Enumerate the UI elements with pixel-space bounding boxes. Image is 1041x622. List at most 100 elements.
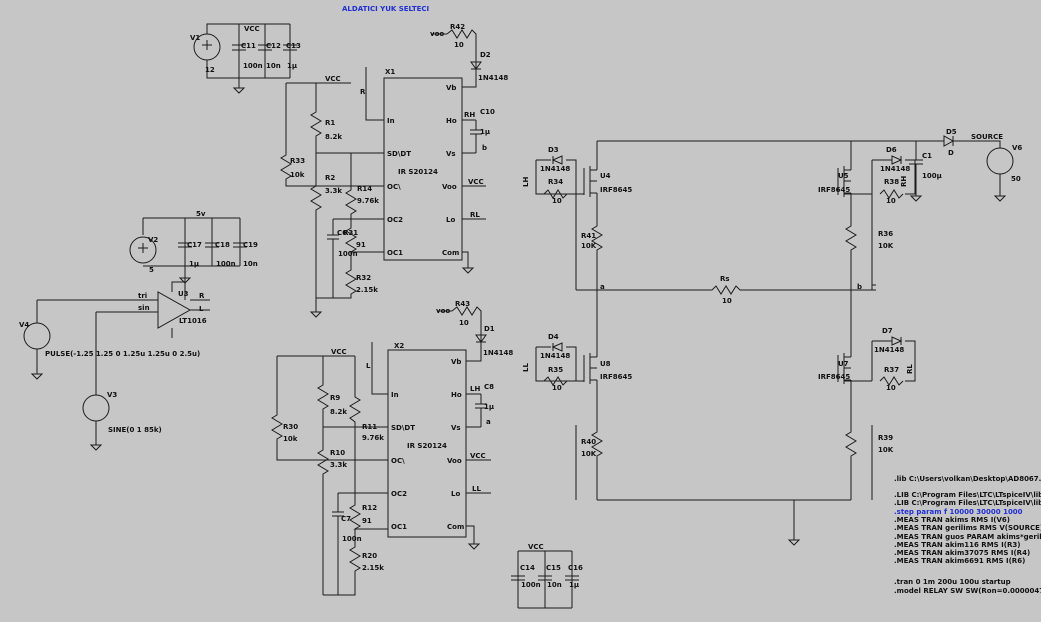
r9-value: 8.2k xyxy=(330,408,347,416)
r33-label: R33 xyxy=(290,157,305,165)
directive-tran[interactable]: .tran 0 1m 200u 100u startup xyxy=(894,578,1011,586)
v6-source-symbol[interactable] xyxy=(986,147,1014,175)
directive-meas-5[interactable]: .MEAS TRAN akim37075 RMS I(R4) xyxy=(894,549,1030,557)
r40-value: 10K xyxy=(581,450,597,458)
directive-step[interactable]: .step param f 10000 30000 1000 xyxy=(894,508,1023,516)
x1-pin-ho: Ho xyxy=(446,117,457,125)
v2-value: 5 xyxy=(149,266,154,274)
u4-mosfet-symbol[interactable] xyxy=(576,163,598,208)
d4-value: 1N4148 xyxy=(540,352,570,360)
x2-net-vcc: VCC xyxy=(470,452,486,460)
directive-meas-3[interactable]: .MEAS TRAN guos PARAM akims*gerilims xyxy=(894,533,1041,541)
d3-label: D3 xyxy=(548,146,559,154)
x1-pin-oc1: OC1 xyxy=(387,249,403,257)
x1-pin-vs: Vs xyxy=(446,150,456,158)
rs-label: Rs xyxy=(720,275,730,283)
c10-label: C10 xyxy=(480,108,495,116)
u8-mosfet-symbol[interactable] xyxy=(576,335,598,385)
v2-source-symbol[interactable] xyxy=(129,236,157,264)
ground-icon xyxy=(89,444,103,451)
ground-icon xyxy=(909,195,923,202)
d7-value: 1N4148 xyxy=(874,346,904,354)
r30-label: R30 xyxy=(283,423,298,431)
d4-label: D4 xyxy=(548,333,559,341)
r34-label: R34 xyxy=(548,178,563,186)
supply-v1-group: V1 12 VCC C11 100n C12 10n C13 1µ xyxy=(190,23,301,94)
d5-label: D5 xyxy=(946,128,957,136)
net-sin: sin xyxy=(138,304,150,312)
x1-net-b: b xyxy=(482,144,487,152)
r12-value: 91 xyxy=(362,517,372,525)
r42-value: 10 xyxy=(454,41,464,49)
x2-pin-in: In xyxy=(391,391,399,399)
ground-icon xyxy=(787,539,801,546)
net-ll: LL xyxy=(522,363,530,372)
u5-value: IRF8645 xyxy=(818,186,850,194)
directive-lib[interactable]: .lib C:\Users\volkan\Desktop\AD8067.lib xyxy=(894,475,1041,483)
net-5v: 5v xyxy=(196,210,206,218)
r35-value: 10 xyxy=(552,384,562,392)
directive-meas-2[interactable]: .MEAS TRAN gerilims RMS V(SOURCE) xyxy=(894,524,1041,532)
u7-value: IRF8645 xyxy=(818,373,850,381)
x1-net-rl: RL xyxy=(470,211,480,219)
c1-value: 100µ xyxy=(922,172,942,180)
r10-value: 3.3k xyxy=(330,461,347,469)
u3-label: U3 xyxy=(178,290,189,298)
u5-mosfet-symbol[interactable] xyxy=(837,163,872,208)
r42-net-voo: voo xyxy=(430,30,444,38)
r41-label: R41 xyxy=(581,232,596,240)
c8-value: 1µ xyxy=(484,403,494,411)
c15-value: 10n xyxy=(547,581,562,589)
c14-label: C14 xyxy=(520,564,535,572)
c11-value: 100n xyxy=(243,62,263,70)
r9-label: R9 xyxy=(330,394,340,402)
directive-meas-1[interactable]: .MEAS TRAN akims RMS I(V6) xyxy=(894,516,1010,524)
x1-pin-oc: OC\ xyxy=(387,183,401,191)
r43-net-voo: voo xyxy=(436,307,450,315)
d6-value: 1N4148 xyxy=(880,165,910,173)
v4-value: PULSE(-1.25 1.25 0 1.25u 1.25u 0 2.5u) xyxy=(45,350,200,358)
x2-pin-com: Com xyxy=(447,523,464,531)
r37-label: R37 xyxy=(884,366,899,374)
u3-comparator-symbol[interactable] xyxy=(157,291,192,329)
u4-value: IRF8645 xyxy=(600,186,632,194)
d2-value: 1N4148 xyxy=(478,74,508,82)
net-lh: LH xyxy=(522,177,530,187)
r40-label: R40 xyxy=(581,438,596,446)
x2-part: IR S20124 xyxy=(407,442,447,450)
v6-value: 50 xyxy=(1011,175,1021,183)
vcc-net-label: VCC xyxy=(244,25,260,33)
c18-value: 100n xyxy=(216,260,236,268)
u3-part: LT1016 xyxy=(179,317,207,325)
x1-pin-vb: Vb xyxy=(446,84,456,92)
directive-meas-4[interactable]: .MEAS TRAN akim116 RMS I(R3) xyxy=(894,541,1020,549)
r32-value: 2.15k xyxy=(356,286,378,294)
directive-lib-sub-2[interactable]: .LIB C:\Program Files\LTC\LTspiceIV\lib\… xyxy=(894,499,1041,507)
x1-ic-body[interactable] xyxy=(383,77,463,261)
v3-label: V3 xyxy=(107,391,117,399)
x2-pin-lo: Lo xyxy=(451,490,460,498)
x2-pin-sddt: SD\DT xyxy=(391,424,415,432)
c7-value: 100n xyxy=(342,535,362,543)
directive-meas-6[interactable]: .MEAS TRAN akim6691 RMS I(R6) xyxy=(894,557,1025,565)
x2-label: X2 xyxy=(394,342,404,350)
directive-model[interactable]: .model RELAY SW SW(Ron=0.0000047 Roff= xyxy=(894,587,1041,595)
directive-lib-sub-1[interactable]: .LIB C:\Program Files\LTC\LTspiceIV\lib\… xyxy=(894,491,1041,499)
u7-mosfet-symbol[interactable] xyxy=(837,335,872,385)
x2-vcc-net: VCC xyxy=(331,348,347,356)
net-source: SOURCE xyxy=(971,133,1003,141)
x1-pin-voo: Voo xyxy=(442,183,457,191)
v1-value: 12 xyxy=(205,66,215,74)
u4-label: U4 xyxy=(600,172,611,180)
x2-pin-oc1: OC1 xyxy=(391,523,407,531)
r39-label: R39 xyxy=(878,434,893,442)
x1-net-vcc: VCC xyxy=(468,178,484,186)
r32-label: R32 xyxy=(356,274,371,282)
v3-source-symbol[interactable] xyxy=(82,394,110,422)
r1-label: R1 xyxy=(325,119,335,127)
x2-pin-vs: Vs xyxy=(451,424,461,432)
x1-part: IR S20124 xyxy=(398,168,438,176)
x2-ic-body[interactable] xyxy=(387,349,467,538)
r36-value: 10K xyxy=(878,242,894,250)
